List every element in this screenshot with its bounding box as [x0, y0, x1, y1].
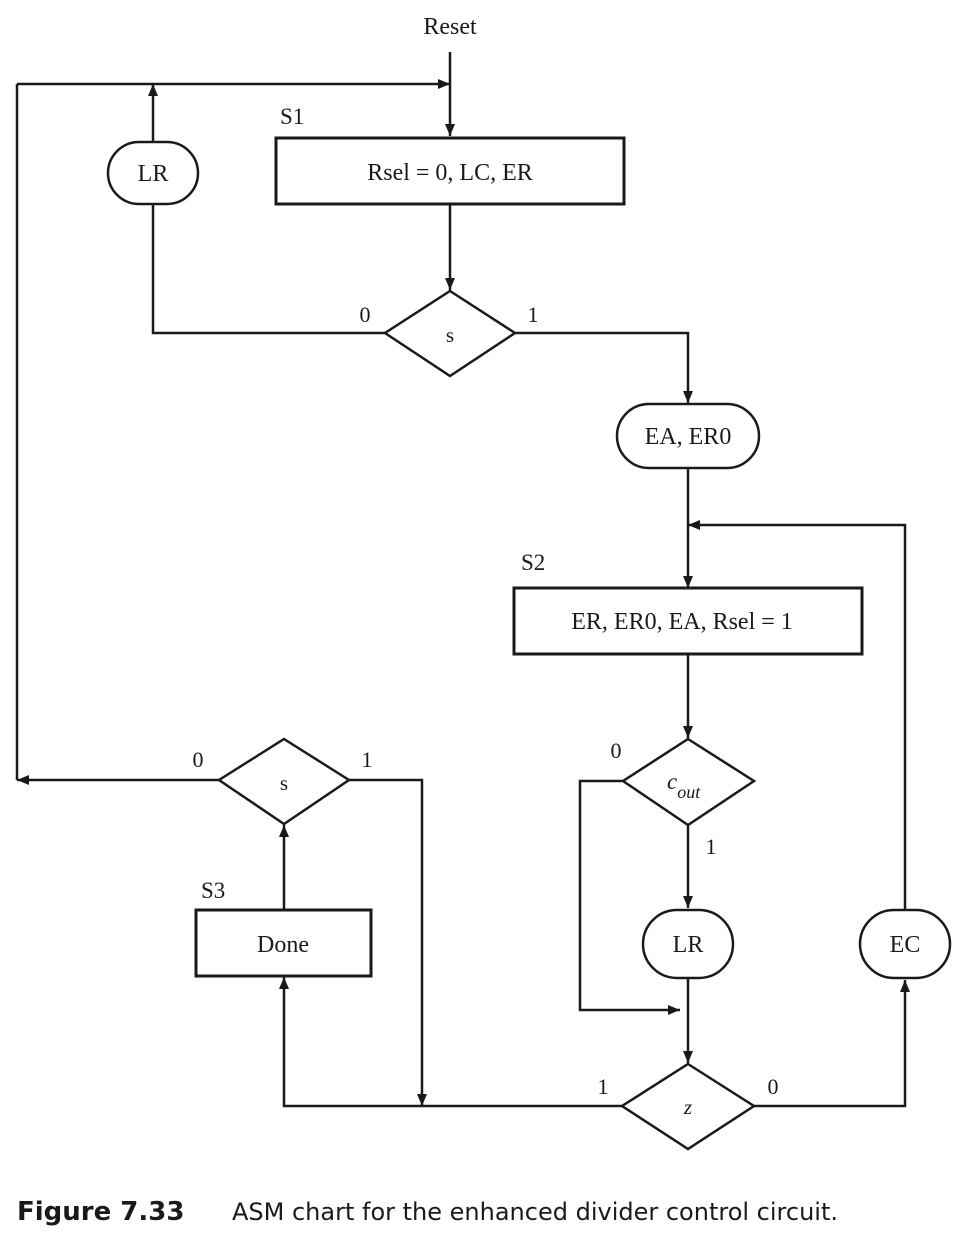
reset-label: Reset — [423, 14, 477, 40]
decision-cout-condition-main: c — [667, 769, 677, 794]
state-s3-box — [194, 908, 373, 978]
cout-zero-arrow — [578, 779, 680, 1015]
decision-s-bottom — [216, 737, 352, 826]
cond-output-lr-bottom-label: LR — [673, 932, 704, 958]
s-bottom-one-arrow — [349, 778, 427, 1106]
decision-s-top-condition: s — [446, 323, 454, 347]
decision-s-bottom-condition: s — [280, 771, 288, 795]
cond-output-ea-er0-label: EA, ER0 — [645, 424, 732, 450]
cond-output-ea-er0 — [615, 402, 761, 470]
cond-output-lr-bottom — [641, 908, 735, 980]
cout-false-label: 0 — [611, 738, 622, 763]
figure-number: Figure 7.33 — [17, 1197, 184, 1227]
cond-output-lr-top-label: LR — [138, 161, 169, 187]
z-zero-arrow — [754, 980, 910, 1108]
decision-cout-condition: cout — [667, 769, 701, 802]
state-s2-box — [512, 586, 864, 656]
ec-loop-arrow — [688, 520, 907, 910]
state-s1-box — [274, 136, 626, 206]
s-top-true-label: 1 — [528, 302, 539, 327]
s-bottom-true-label: 1 — [362, 747, 373, 772]
state-s1-name: S1 — [280, 104, 304, 129]
connector-lines — [15, 52, 910, 1108]
state-s3-actions: Done — [257, 932, 309, 958]
z-false-label: 0 — [768, 1074, 779, 1099]
s-bottom-false-label: 0 — [193, 747, 204, 772]
decision-cout-condition-subscript: out — [677, 782, 701, 802]
s-top-one-arrow — [515, 331, 693, 403]
cond-output-ec — [858, 908, 952, 980]
decision-cout — [620, 737, 757, 827]
decision-z — [619, 1062, 757, 1151]
cout-true-label: 1 — [706, 834, 717, 859]
decision-s-top — [382, 289, 518, 378]
state-s3-name: S3 — [201, 878, 225, 903]
state-s2-actions: ER, ER0, EA, Rsel = 1 — [571, 609, 793, 635]
s-top-false-label: 0 — [360, 302, 371, 327]
s-top-zero-path — [151, 204, 385, 335]
decision-z-condition: z — [683, 1095, 692, 1119]
cond-output-ec-label: EC — [890, 932, 921, 958]
state-s2-name: S2 — [521, 550, 545, 575]
z-true-label: 1 — [598, 1074, 609, 1099]
figure-caption: ASM chart for the enhanced divider contr… — [232, 1198, 838, 1226]
cond-output-lr-top — [106, 140, 200, 206]
state-s1-actions: Rsel = 0, LC, ER — [367, 160, 533, 186]
z-one-arrow — [279, 977, 622, 1108]
